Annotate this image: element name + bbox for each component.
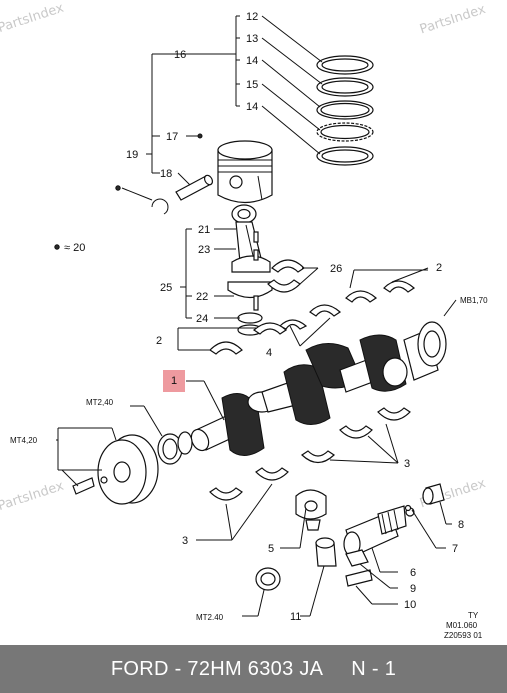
label-18: 18	[160, 168, 172, 180]
main-bearings-upper	[278, 267, 429, 347]
oil-seal-rear	[242, 567, 281, 617]
label-14b: 14	[246, 101, 258, 113]
label-5: 5	[268, 543, 274, 555]
ref-line-1: TY	[468, 611, 479, 620]
label-6: 6	[410, 567, 416, 579]
bolt-bullet	[54, 244, 60, 250]
piston	[186, 133, 273, 204]
label-10: 10	[404, 599, 416, 611]
item1-leader	[203, 380, 225, 421]
label-9: 9	[410, 583, 416, 595]
label-24: 24	[196, 313, 208, 325]
label-3-left: 3	[182, 535, 188, 547]
ref-line-3: Z20593 01	[444, 631, 483, 640]
label-8: 8	[458, 519, 464, 531]
conrod-bearings	[267, 259, 319, 293]
key-7	[404, 504, 446, 549]
label-25: 25	[160, 282, 172, 294]
main-bearings-lower-right	[301, 407, 411, 464]
label-mb170: MB1,70	[460, 296, 488, 305]
oil-seal-front	[130, 405, 193, 465]
label-16: 16	[174, 49, 186, 61]
callout-labels: 12 13 14 15 14 16 17 19 18 ≈ 20 21 23 25…	[10, 11, 488, 640]
label-15: 15	[246, 79, 258, 91]
label-26: 26	[330, 263, 342, 275]
label-mt420: MT4,20	[10, 436, 38, 445]
exploded-crankshaft-diagram: PartsIndex PartsIndex PartsIndex PartsIn…	[0, 1, 488, 640]
quantity: N - 1	[351, 657, 397, 680]
label-23: 23	[198, 244, 210, 256]
watermark-top-right: PartsIndex	[418, 2, 488, 37]
label-17: 17	[166, 131, 178, 143]
label-13: 13	[246, 33, 258, 45]
label-12: 12	[246, 11, 258, 23]
label-2-right: 2	[436, 262, 442, 274]
label-mt240-upper: MT2,40	[86, 398, 114, 407]
watermark-top-left: PartsIndex	[0, 1, 66, 36]
connecting-rod	[227, 204, 273, 336]
main-bearings-left	[177, 322, 287, 355]
part-number: FORD - 72HM 6303 JA	[110, 657, 324, 680]
highlighted-callout-box[interactable]	[163, 370, 185, 392]
pilot-bush	[300, 537, 337, 617]
label-4: 4	[266, 347, 272, 359]
part-8	[422, 483, 452, 525]
thrust-washers	[280, 489, 327, 549]
label-2-left: 2	[156, 335, 162, 347]
label-20: ≈ 20	[64, 242, 85, 254]
main-bearings-lower-left	[196, 467, 289, 541]
label-21: 21	[198, 224, 210, 236]
label-3-right: 3	[404, 458, 410, 470]
piston-rings	[316, 55, 374, 166]
crank-pulley	[56, 427, 159, 505]
label-11: 11	[290, 611, 301, 623]
parts-9-10	[345, 549, 398, 605]
ref-line-2: M01.060	[446, 621, 478, 630]
crankshaft	[190, 321, 447, 456]
timing-gear	[343, 505, 415, 573]
circlip	[115, 185, 169, 215]
watermark-mid-left: PartsIndex	[0, 479, 66, 514]
label-14a: 14	[246, 55, 258, 67]
piston-pin	[175, 172, 214, 201]
highlighted-callout-label[interactable]: 1	[170, 375, 178, 387]
conrod-callout-lines	[180, 228, 240, 319]
mb-leader	[443, 299, 457, 317]
label-mt240-lower: MT2.40	[196, 613, 224, 622]
label-19: 19	[126, 149, 138, 161]
label-7: 7	[452, 543, 458, 555]
label-22: 22	[196, 291, 208, 303]
part-footer: FORD - 72HM 6303 JA N - 1	[0, 645, 507, 693]
rings-callout-lines	[146, 15, 323, 174]
parts-diagram-area: PartsIndex PartsIndex PartsIndex PartsIn…	[0, 1, 488, 640]
